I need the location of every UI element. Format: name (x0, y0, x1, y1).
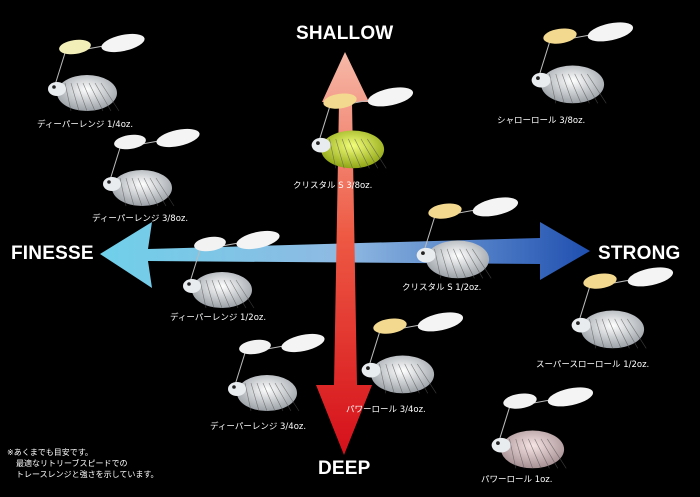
lure-images (48, 22, 674, 469)
lure-picture (571, 267, 674, 349)
note-line: 最適なリトリーブスピードでの (16, 459, 128, 468)
lure-picture (491, 387, 594, 469)
lure-label: パワーロール 3/4oz. (346, 405, 426, 415)
lure-label: スーパースローロール 1/2oz. (536, 360, 650, 370)
lure-label: クリスタル S 3/8oz. (293, 181, 373, 191)
lure-picture (416, 197, 519, 279)
lure-label: ディーパーレンジ 1/4oz. (37, 120, 134, 130)
lure-picture (103, 128, 200, 207)
vertical-arrow (316, 52, 372, 455)
disclaimer-note: ※あくまでも目安です。 最適なリトリーブスピードでの トレースレンジと強さを示し… (7, 447, 159, 480)
lure-picture (228, 333, 325, 412)
lure-picture (361, 312, 464, 394)
lure-picture (531, 22, 634, 104)
lure-label: パワーロール 1oz. (481, 475, 553, 485)
axis-label-strong: STRONG (598, 243, 681, 264)
lure-label: ディーパーレンジ 3/4oz. (210, 422, 307, 432)
lure-label: シャローロール 3/8oz. (497, 116, 586, 126)
lure-label: ディーパーレンジ 3/8oz. (92, 214, 189, 224)
lure-label: ディーパーレンジ 1/2oz. (170, 313, 267, 323)
lure-picture (311, 87, 414, 169)
note-line: トレースレンジと強さを示しています。 (16, 470, 159, 479)
lure-picture (183, 230, 280, 309)
axis-label-finesse: FINESSE (11, 243, 94, 264)
note-line: ※あくまでも目安です。 (7, 448, 93, 457)
lure-label: クリスタル S 1/2oz. (402, 283, 482, 293)
axis-label-deep: DEEP (318, 458, 371, 479)
axis-label-shallow: SHALLOW (296, 23, 394, 44)
lure-picture (48, 33, 145, 112)
